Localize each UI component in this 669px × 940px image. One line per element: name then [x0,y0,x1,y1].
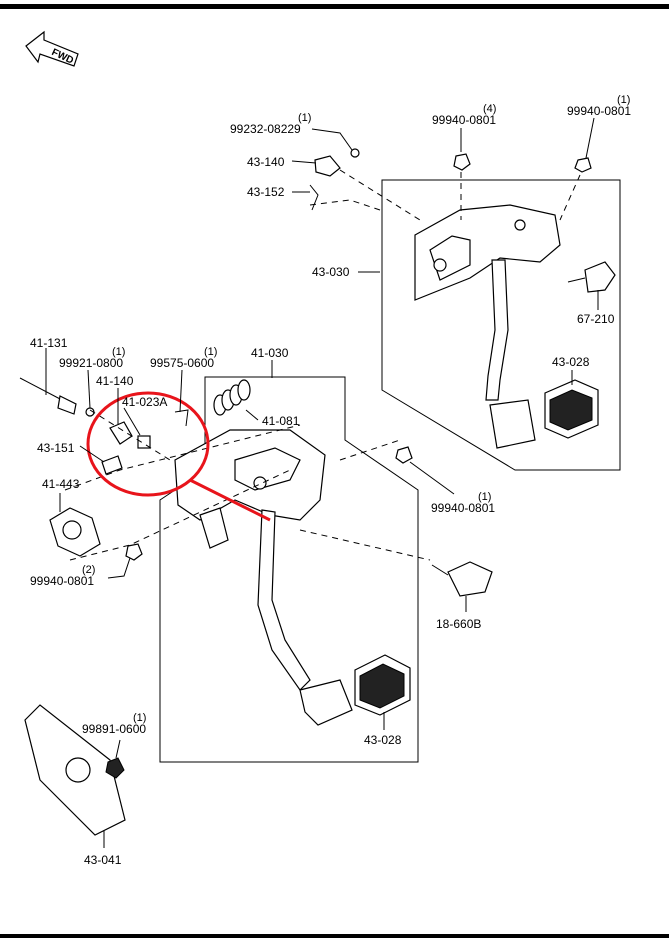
label-43-028-lower: 43-028 [364,733,402,747]
pedal-cover [24,704,126,836]
label-43-041: 43-041 [84,853,122,867]
clutch-pedal-arm [257,509,353,726]
label-41-443: 41-443 [42,477,80,491]
clutch-pedal-bracket [174,429,326,549]
label-41-131: 41-131 [30,336,68,350]
label-99575-qty: (1) [204,346,217,358]
nut-99940-mid [395,446,413,464]
top-rule [0,4,669,9]
label-41-140: 41-140 [96,374,134,388]
clutch-switch [431,561,493,597]
label-43-140: 43-140 [247,155,285,169]
upper-fasteners [309,148,592,211]
gasket-41-443 [49,507,101,557]
label-99940-0801-d: 99940-0801 [30,574,94,588]
label-41-081: 41-081 [262,414,300,428]
nut-99940-lower [125,543,143,561]
clutch-cylinder-rod [19,377,95,417]
label-99940a-qty: (4) [483,103,496,115]
label-18-660B: 18-660B [436,617,481,631]
label-99940-0801-b: 99940-0801 [567,104,631,118]
clutch-pedal-pad [354,654,411,716]
label-43-028-upper: 43-028 [552,355,590,369]
label-43-151: 43-151 [37,441,75,455]
label-99940b-qty: (1) [617,94,630,106]
clevis-parts [101,409,189,475]
label-43-152: 43-152 [247,185,285,199]
label-99940c-qty: (1) [478,491,491,503]
brake-pedal-arm [485,259,536,449]
label-99921-qty: (1) [112,346,125,358]
label-99940-0801-a: 99940-0801 [432,113,496,127]
label-99940-0801-c: 99940-0801 [431,501,495,515]
label-41-030: 41-030 [251,346,289,360]
label-99232-qty: (1) [298,112,311,124]
brake-pedal-pad [544,379,599,439]
label-67-210: 67-210 [577,312,615,326]
brake-pedal-bracket [414,204,561,301]
return-spring [213,379,251,416]
label-99575-0600: 99575-0600 [150,356,214,370]
bottom-rule [0,934,669,938]
label-99891-0600: 99891-0600 [82,722,146,736]
fwd-arrow-icon: FWD [25,30,79,67]
fwd-label: FWD [50,47,75,67]
label-99940d-qty: (2) [82,564,95,576]
label-43-030: 43-030 [312,265,350,279]
label-99891-qty: (1) [133,712,146,724]
label-41-023A: 41-023A [122,395,167,409]
label-99921-0800: 99921-0800 [59,356,123,370]
upper-pedal-box [381,179,621,471]
highlight-pointer [189,478,271,522]
highlight-circle [86,391,210,497]
stop-light-switch [567,261,616,293]
label-99232-08229: 99232-08229 [230,122,301,136]
